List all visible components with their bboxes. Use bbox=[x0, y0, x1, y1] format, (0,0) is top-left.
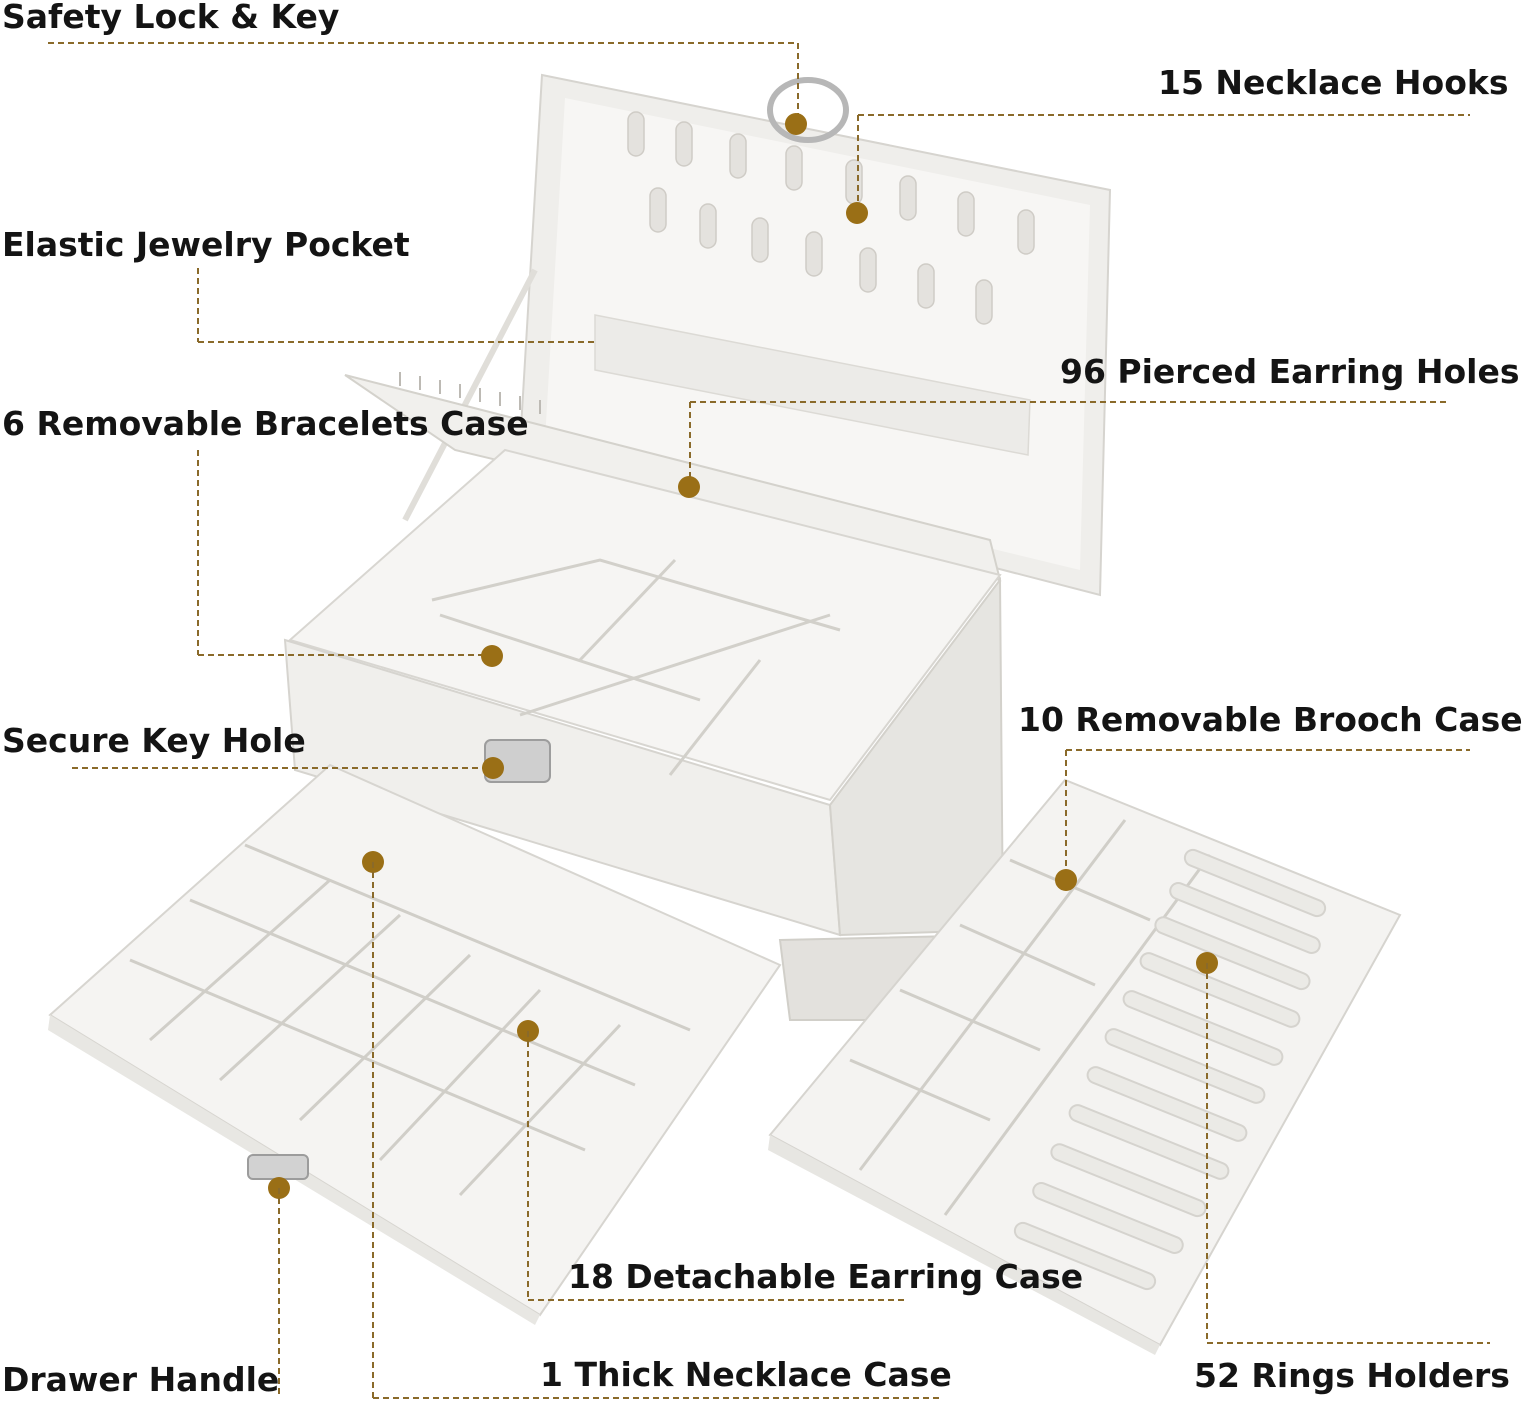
label-safety-lock: Safety Lock & Key bbox=[2, 0, 340, 36]
drawer-handle-shape bbox=[247, 1154, 309, 1180]
label-brooch-case: 10 Removable Brooch Case bbox=[1018, 700, 1523, 739]
label-earring-case: 18 Detachable Earring Case bbox=[568, 1257, 1084, 1296]
label-elastic-pocket: Elastic Jewelry Pocket bbox=[2, 225, 410, 264]
label-bracelets-case: 6 Removable Bracelets Case bbox=[2, 404, 529, 443]
necklace-hooks bbox=[627, 111, 1035, 325]
elastic-pocket bbox=[594, 314, 1031, 456]
label-drawer-handle: Drawer Handle bbox=[2, 1360, 280, 1399]
label-necklace-hooks: 15 Necklace Hooks bbox=[1158, 63, 1509, 102]
label-necklace-case: 1 Thick Necklace Case bbox=[540, 1355, 952, 1394]
callout-lines bbox=[48, 42, 1490, 1399]
jewelry-box-body bbox=[283, 448, 1005, 1021]
drawer-tray bbox=[48, 763, 782, 1325]
safety-lock-shape bbox=[767, 77, 849, 143]
ring-tray bbox=[768, 778, 1402, 1355]
label-earring-holes: 96 Pierced Earring Holes bbox=[1060, 352, 1520, 391]
label-rings-holders: 52 Rings Holders bbox=[1194, 1356, 1510, 1395]
label-key-hole: Secure Key Hole bbox=[2, 721, 306, 760]
